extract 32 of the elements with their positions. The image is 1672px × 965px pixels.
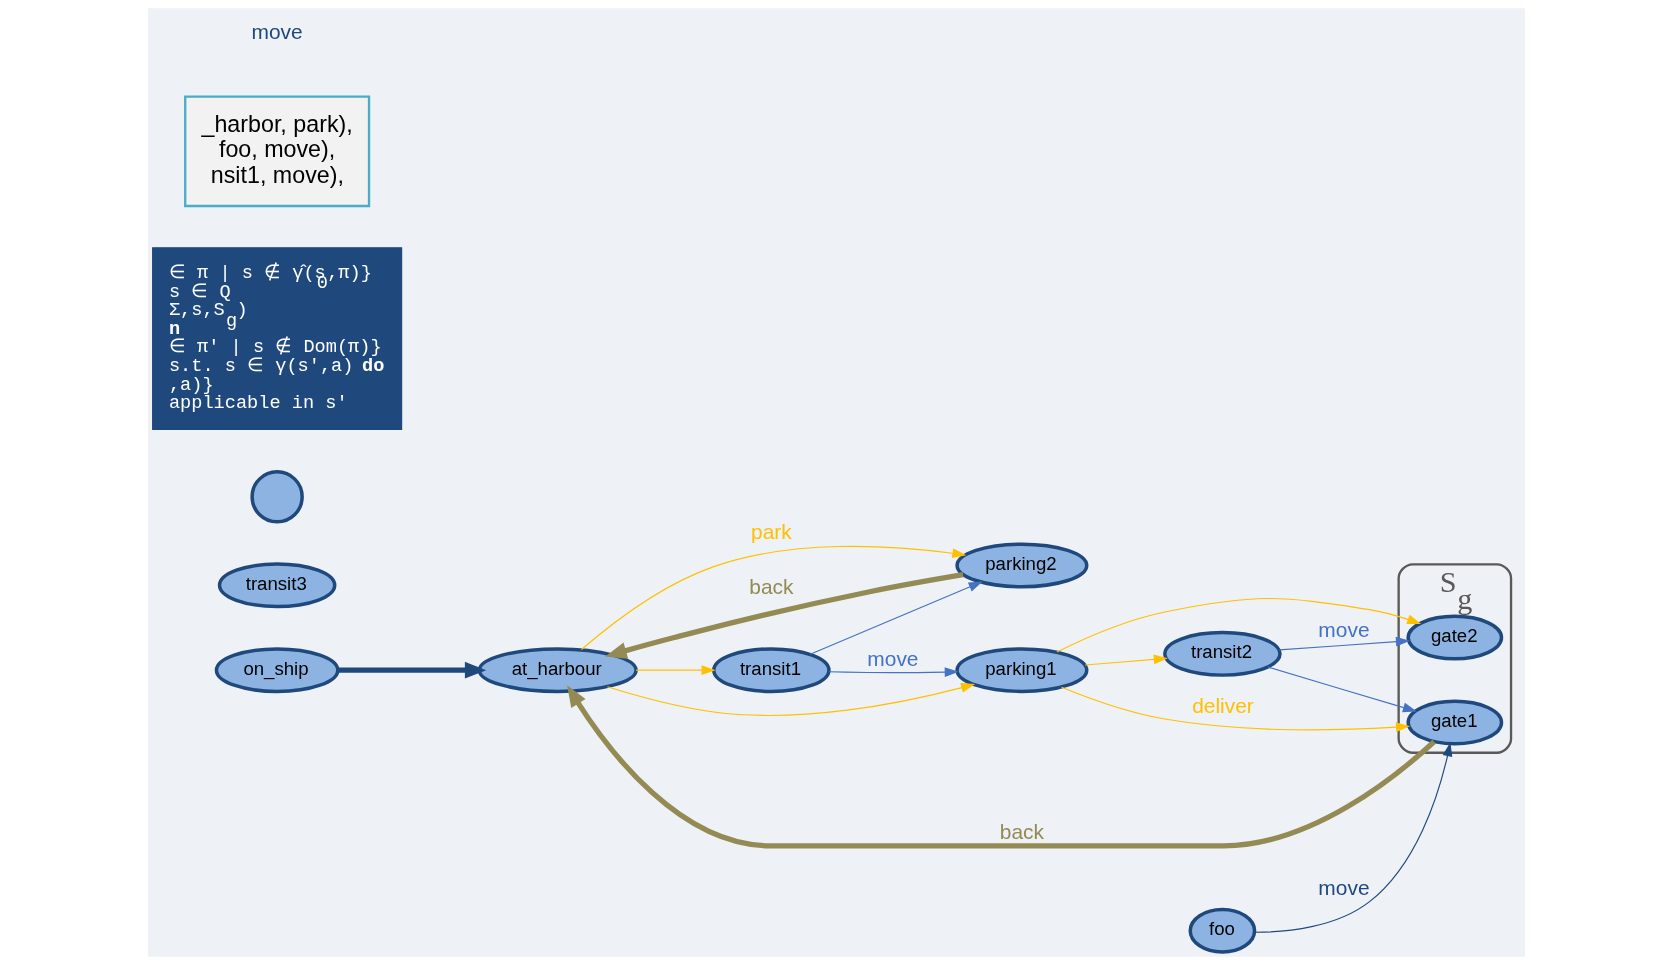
arrow — [828, 667, 959, 677]
arrow — [337, 661, 486, 679]
arrow — [809, 581, 983, 655]
edge-label: move — [866, 646, 919, 670]
node-ellipse: transit1 — [711, 647, 831, 694]
arrow — [606, 682, 975, 716]
node-ellipse: gate1 — [1405, 699, 1503, 746]
arrow — [1278, 636, 1410, 651]
arrow — [604, 572, 963, 659]
node-box: _harbor, park), foo, move), nsit1, move), — [183, 95, 370, 208]
node-ellipse: at_harbour — [477, 647, 638, 694]
edge-label: park — [750, 520, 792, 544]
arrow — [1084, 654, 1168, 666]
node-ellipse: foo — [1188, 907, 1256, 954]
edge-label: move — [1317, 876, 1370, 900]
arrow — [566, 685, 1436, 849]
arrow — [580, 545, 966, 651]
edge-label: deliver — [1191, 693, 1254, 717]
edge-label: move — [1317, 617, 1370, 641]
node-circle — [249, 470, 304, 524]
arrow — [1055, 597, 1421, 653]
node-ellipse: parking2 — [954, 542, 1088, 589]
node-ellipse: transit2 — [1162, 630, 1282, 677]
arrow — [1060, 686, 1410, 733]
label: move — [251, 19, 303, 43]
arrow — [1266, 666, 1417, 713]
arrow — [634, 665, 715, 676]
node-ellipse: on_ship — [214, 647, 340, 694]
node-ellipse: transit3 — [217, 562, 336, 609]
arrow — [1253, 742, 1452, 933]
edge-label: back — [748, 574, 793, 598]
edge-label: back — [999, 820, 1044, 844]
